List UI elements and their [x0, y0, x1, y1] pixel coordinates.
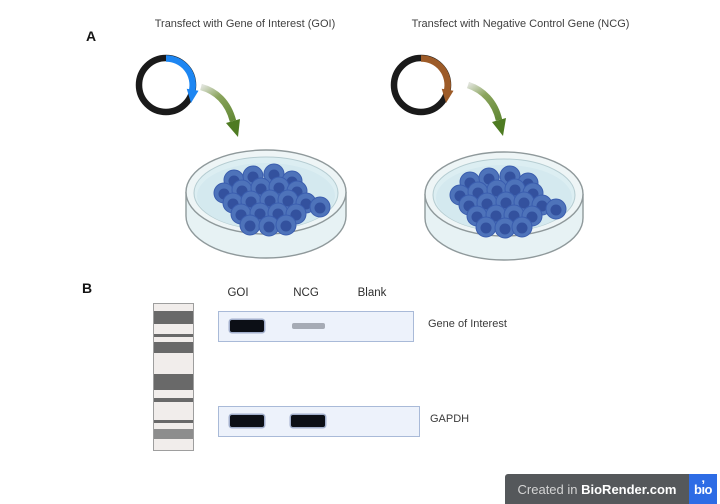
cell-nucleus: [263, 221, 275, 233]
cell-nucleus: [500, 197, 512, 209]
cell-nucleus: [282, 195, 294, 207]
gel-ladder: [153, 303, 194, 451]
lane-label-blank: Blank: [357, 287, 387, 299]
ladder-band: [154, 423, 193, 429]
ladder-band: [154, 333, 193, 338]
ncg-insert-arc: [420, 55, 451, 92]
gel-band: [230, 320, 264, 332]
watermark-created-in-text: Created in: [517, 481, 582, 497]
cell-nucleus: [244, 220, 256, 232]
ncg-insert-arrowhead: [441, 88, 454, 103]
cell-nucleus: [254, 208, 266, 220]
ladder-band: [154, 342, 193, 354]
biorender-logo-text: bı̓o: [694, 481, 713, 497]
biorender-logo-icon: bı̓o: [689, 474, 717, 504]
cell-nucleus: [480, 222, 492, 234]
gel-strip-gapdh: [218, 406, 420, 437]
gel-row-label-gene-of-interest: Gene of Interest: [428, 318, 507, 330]
ladder-band: [154, 428, 193, 439]
ladder-band: [154, 397, 193, 402]
gel-band: [291, 323, 325, 329]
cell-nucleus: [314, 202, 326, 214]
ladder-band: [154, 323, 193, 334]
gel-row-label-gapdh: GAPDH: [430, 413, 470, 425]
petri-dish-ncg: [424, 151, 584, 261]
transfection-arrow-left-icon: [200, 83, 240, 137]
plasmid-ncg-icon: [390, 54, 454, 116]
panel-a-label: A: [86, 28, 97, 44]
ladder-band: [154, 304, 193, 312]
gel-strip-gene-of-interest: [218, 311, 414, 342]
cell-cluster-ncg: [449, 165, 567, 239]
gel-band: [291, 415, 325, 427]
title-transfect-goi: Transfect with Gene of Interest (GOI): [154, 18, 336, 30]
cell-nucleus: [550, 204, 562, 216]
ladder-band: [154, 438, 193, 451]
cell-nucleus: [516, 222, 528, 234]
panel-b-label: B: [82, 280, 93, 296]
lane-label-goi: GOI: [227, 287, 249, 299]
ladder-band: [154, 353, 193, 374]
goi-insert-arc: [165, 55, 196, 92]
ladder-band: [154, 401, 193, 421]
ladder-band: [154, 389, 193, 398]
cell-cluster-goi: [213, 163, 331, 237]
ladder-band: [154, 337, 193, 343]
ladder-band: [154, 311, 193, 324]
goi-insert-arrowhead: [186, 88, 199, 103]
petri-dish-goi: [185, 149, 347, 259]
cell-nucleus: [273, 182, 285, 194]
cell-nucleus: [280, 220, 292, 232]
cell-nucleus: [264, 195, 276, 207]
cell-nucleus: [499, 223, 511, 235]
plasmid-goi-icon: [135, 54, 199, 116]
title-transfect-ncg: Transfect with Negative Control Gene (NC…: [411, 18, 630, 30]
transfection-arrow-right-icon: [466, 81, 506, 136]
ladder-band: [154, 373, 193, 390]
biorender-watermark: Created in BioRender.com: [505, 474, 689, 504]
lane-label-ncg: NCG: [293, 287, 319, 299]
ladder-band: [154, 420, 193, 424]
watermark-brand-text: BioRender.com: [581, 481, 677, 497]
cell-nucleus: [509, 184, 521, 196]
cell-nucleus: [490, 210, 502, 222]
gel-band: [230, 415, 264, 427]
cell-nucleus: [518, 197, 530, 209]
